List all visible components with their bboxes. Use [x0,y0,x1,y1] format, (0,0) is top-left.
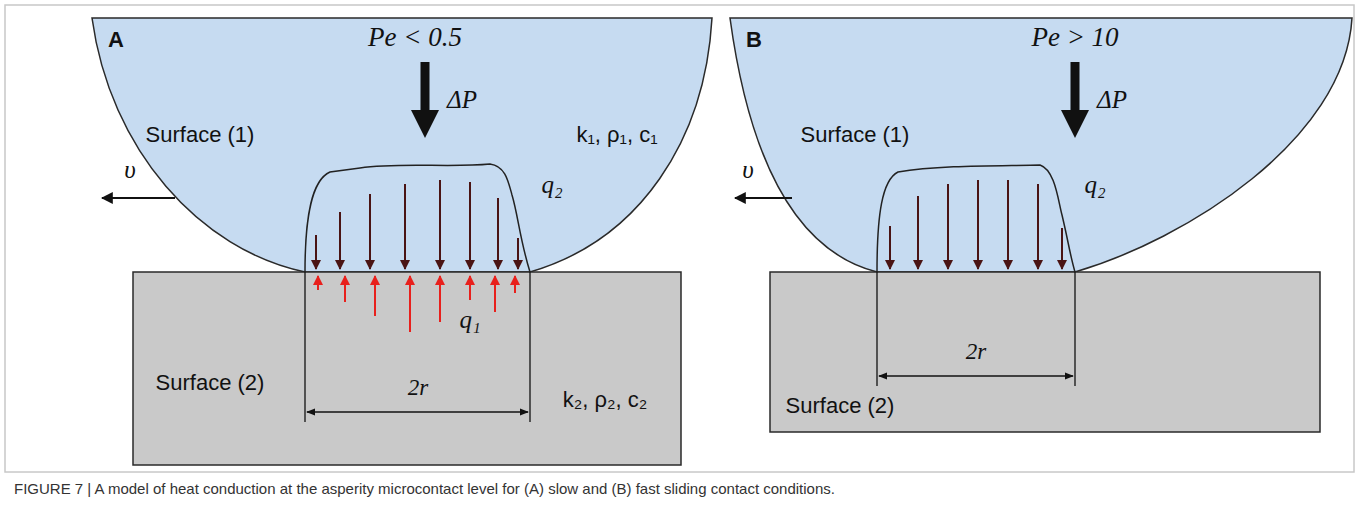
velocity-symbol: υ [124,156,135,185]
peclet-condition: Pe > 10 [1031,22,1118,53]
lower-surface-block: Surface (2) [770,272,1320,432]
heat-flux-arrow [439,180,441,269]
heat-flux-arrow [469,276,471,300]
heat-flux-symbol: q₁ [459,306,480,335]
pressure-arrow-head [411,110,439,138]
shape-path [92,18,712,272]
velocity-symbol: υ [742,156,753,185]
contact-width: 2r [966,339,986,365]
surface-name: Surface (2) [786,393,895,418]
heat-flux-arrow [439,276,441,322]
heat-flux-arrow [469,182,471,269]
extension-line [876,272,877,386]
extension-line [529,272,530,422]
heat-flux-arrow [339,212,341,269]
shape-path [730,18,1352,272]
panel-letter: A [108,27,124,52]
heat-flux-arrow [317,276,319,290]
heat-flux-arrow [344,276,346,302]
heat-flux-arrow [1007,180,1009,269]
shape-path [133,272,681,465]
asperity-outline [305,164,530,272]
figure-caption: FIGURE 7 | A model of heat conduction at… [14,480,835,497]
surface-name: Surface (1) [801,122,910,147]
lower-surface-block: Surface (2) k₂, ρ₂, c₂ [133,272,681,465]
material-properties: k₁, ρ₁, c₁ [576,122,657,147]
extension-line [1074,272,1075,386]
heat-flux-arrow [514,276,516,293]
heat-flux-arrow [947,184,949,269]
heat-flux-arrow [315,235,317,269]
shape-outline [133,272,681,465]
heat-flux-arrow [977,180,979,269]
pressure-arrow-head [1061,110,1089,138]
material-properties: k₂, ρ₂, c₂ [563,387,648,412]
velocity-arrow [102,197,175,199]
surface-name: Surface (2) [156,370,265,395]
heat-flux-arrow [917,196,919,269]
pressure-symbol: ΔP [1097,86,1127,115]
heat-flux-arrow [369,194,371,269]
pressure-arrow [421,62,430,112]
heat-flux-symbol: q₂ [1084,171,1105,200]
extension-line [304,272,305,422]
heat-flux-symbol: q₂ [541,171,562,200]
pressure-symbol: ΔP [447,86,477,115]
heat-flux-arrow [409,276,411,332]
heat-flux-arrow [494,276,496,312]
contact-width: 2r [408,375,428,401]
heat-flux-arrow [889,226,891,269]
upper-surface-body: Surface (1) k₁, ρ₁, c₁ [88,14,716,276]
panel-letter: B [746,27,762,52]
figure-frame [5,5,1354,472]
surface-name: Surface (1) [146,122,255,147]
velocity-arrow [735,197,792,199]
dimension-line [307,411,528,412]
heat-flux-arrow [1061,228,1063,269]
dimension-line [879,375,1073,376]
peclet-condition: Pe < 0.5 [368,22,462,53]
heat-flux-arrow [497,198,499,269]
asperity-outline [877,165,1075,272]
heat-flux-arrow [517,238,519,269]
heat-flux-arrow [404,184,406,269]
heat-flux-arrow [374,276,376,316]
upper-surface-body: Surface (1) [726,14,1356,276]
heat-flux-arrows [316,180,1062,332]
heat-flux-arrow [1037,184,1039,269]
shape-path [770,272,1320,432]
pressure-arrow [1071,62,1080,112]
